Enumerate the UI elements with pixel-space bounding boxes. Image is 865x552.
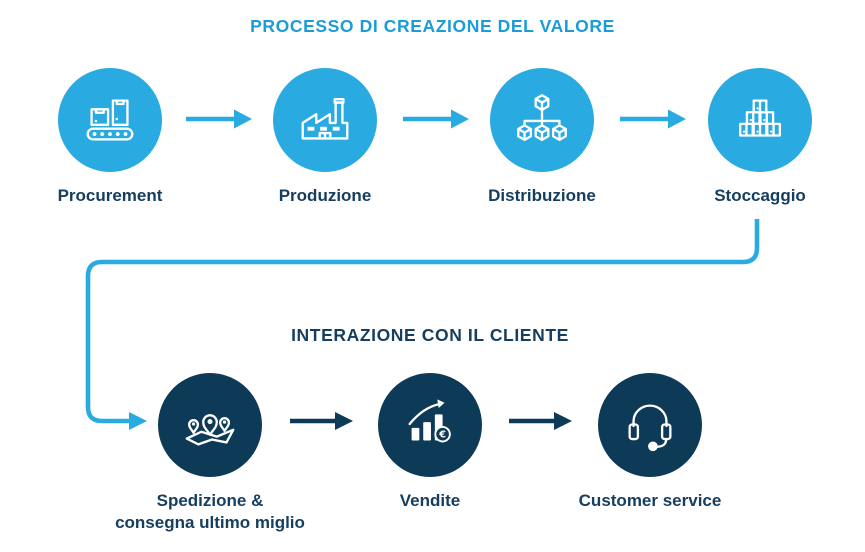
stage-label: Customer service <box>578 491 722 510</box>
stage-label: Distribuzione <box>488 186 596 205</box>
customer-interaction-title: INTERAZIONE CON IL CLIENTE <box>291 325 569 345</box>
factory-icon <box>301 98 349 140</box>
stage-label: Produzione <box>278 186 372 205</box>
stage-label-line1: Spedizione & <box>156 491 264 510</box>
process-title: PROCESSO DI CREAZIONE DEL VALORE <box>250 16 615 36</box>
distribution-network-icon <box>517 94 567 142</box>
stage-procurement: Procurement <box>5 68 215 207</box>
stage-spedizione: Spedizione & consegna ultimo miglio <box>105 373 315 534</box>
stage-stoccaggio: Stoccaggio <box>655 68 865 207</box>
stage-customer-service: Customer service <box>545 373 755 512</box>
stage-label: Procurement <box>57 186 163 205</box>
stage-circle <box>273 68 377 172</box>
stage-label: Vendite <box>399 491 461 510</box>
stage-distribuzione: Distribuzione <box>437 68 647 207</box>
sales-growth-euro-icon: € <box>408 399 451 443</box>
stage-circle <box>58 68 162 172</box>
headset-icon <box>628 404 672 452</box>
stage-produzione: Produzione <box>220 68 430 207</box>
euro-symbol: € <box>438 430 446 441</box>
stacked-boxes-icon <box>738 99 782 137</box>
stage-label-line2: consegna ultimo miglio <box>115 513 305 533</box>
stage-vendite: € Vendite <box>325 373 535 512</box>
stage-circle <box>490 68 594 172</box>
stage-circle <box>158 373 262 477</box>
map-pins-icon <box>185 414 235 446</box>
conveyor-belt-icon <box>86 99 134 141</box>
stage-circle <box>708 68 812 172</box>
stage-label: Stoccaggio <box>714 186 806 205</box>
stage-circle: € <box>378 373 482 477</box>
stage-circle <box>598 373 702 477</box>
stage-label: Spedizione & consegna ultimo miglio <box>105 490 315 534</box>
